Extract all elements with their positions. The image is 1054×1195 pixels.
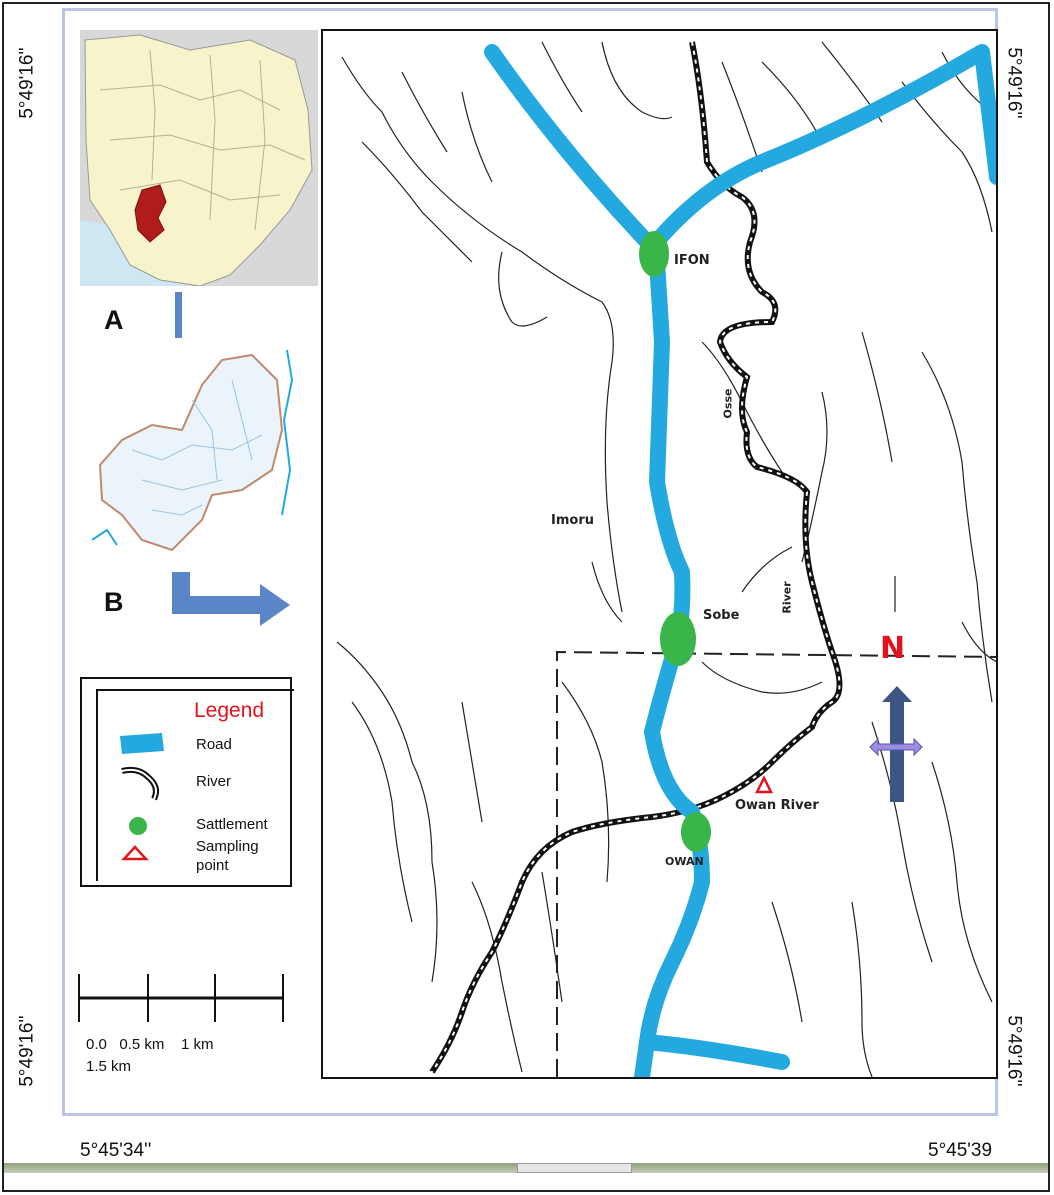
connector-bar: [175, 292, 182, 338]
inset-map-state: [91, 340, 298, 556]
main-map-graphic: [336, 41, 996, 1077]
label-sobe: Sobe: [703, 608, 740, 623]
scale-bar: [78, 974, 284, 1022]
legend-item-sampling-point: Sampling point: [196, 838, 259, 874]
settlement-ifon-marker: [639, 231, 669, 277]
label-owan-river: Owan River: [735, 798, 819, 813]
north-arrow-icon: [869, 686, 923, 802]
legend-item-road: Road: [196, 736, 232, 753]
north-label: N: [880, 631, 906, 666]
coord-right-bottom: 5°49'16'': [1003, 1015, 1025, 1087]
horizontal-scrollbar[interactable]: [4, 1163, 1048, 1173]
scale-labels-line1: 0.0 0.5 km 1 km: [86, 1036, 214, 1053]
coord-left-top: 5°49'16'': [16, 47, 38, 119]
state-map-graphic: [91, 349, 294, 552]
settlement-symbol-icon: [129, 817, 147, 835]
label-river-vertical: River: [780, 581, 794, 614]
drainage-network: [336, 41, 996, 1077]
coord-left-bottom: 5°49'16'': [16, 1015, 38, 1087]
label-owan: OWAN: [665, 855, 704, 868]
settlement-owan-marker: [681, 812, 711, 852]
legend-title: Legend: [194, 699, 265, 722]
scale-labels-line2: 1.5 km: [86, 1058, 132, 1075]
inset-b-label: B: [104, 587, 124, 617]
label-imoru: Imoru: [551, 513, 594, 528]
legend-item-river: River: [196, 773, 232, 790]
boundary-line: [556, 650, 996, 1077]
sampling-point-marker: [754, 775, 774, 794]
coord-right-top: 5°49'16'': [1003, 47, 1025, 119]
main-map: IFON Sobe Imoru Osse River Owan River OW…: [321, 29, 998, 1079]
label-ifon: IFON: [674, 253, 710, 268]
coord-bottom-right: 5°45'39: [928, 1140, 993, 1161]
bent-arrow-icon: [172, 572, 290, 626]
inset-map-nigeria: [80, 30, 318, 286]
river-course: [429, 41, 843, 1074]
river-symbol-icon: [121, 766, 159, 801]
road-symbol-icon: [120, 733, 164, 754]
sampling-point-symbol-icon: [121, 845, 149, 861]
label-osse: Osse: [721, 388, 735, 419]
inset-a-label: A: [104, 305, 124, 335]
nigeria-map-graphic: [80, 30, 318, 286]
legend-inner-frame: [96, 689, 294, 881]
legend-item-settlement: Sattlement: [196, 816, 268, 833]
settlement-sobe-marker: [660, 612, 696, 666]
road-network: [484, 44, 996, 1077]
coord-bottom-left: 5°45'34'': [80, 1140, 152, 1161]
scrollbar-thumb[interactable]: [517, 1163, 632, 1173]
state-highlight: [134, 184, 167, 243]
legend-box: Legend Road River Sattlement Sampling po…: [80, 677, 294, 887]
